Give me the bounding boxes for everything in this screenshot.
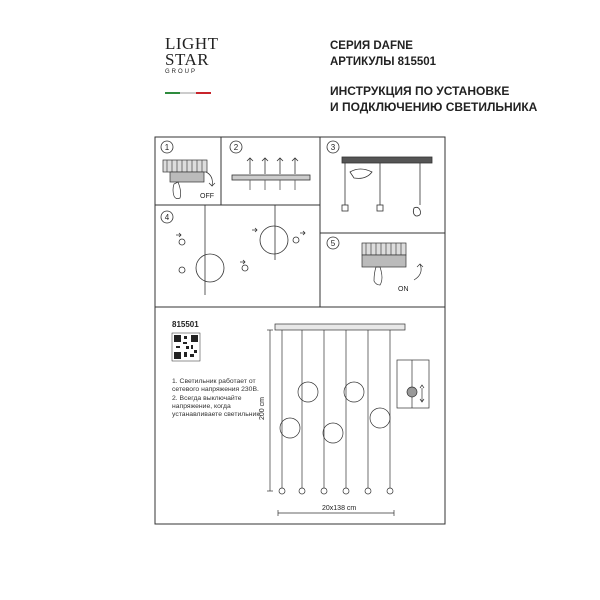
- step-4-illustration: [176, 205, 306, 295]
- breaker-row-2: [169, 171, 205, 183]
- clamp-detail-icon: [406, 386, 418, 398]
- flag-green: [165, 92, 181, 94]
- note-1: 1. Светильник работает от сетевого напря…: [172, 378, 259, 394]
- step-4-number: 4: [165, 213, 170, 222]
- step-1-badge: [160, 140, 174, 154]
- step-5-number: 5: [331, 239, 336, 248]
- logo-line-1: LIGHT: [165, 34, 219, 53]
- step-2-illustration: [231, 157, 311, 190]
- article-title: АРТИКУЛЫ 815501: [330, 56, 437, 68]
- flag-red: [195, 92, 211, 94]
- mount-detail-icon: [241, 264, 249, 272]
- brand-logo: LIGHT STAR GROUP: [165, 34, 225, 75]
- detail-inset: [396, 359, 430, 409]
- step-3-illustration: [341, 156, 433, 217]
- step-5-badge: [326, 236, 340, 250]
- switch-down-arrow-icon: [205, 171, 216, 187]
- logo-flag-stripe: [165, 92, 211, 94]
- rotate-arrow-icon: [176, 232, 182, 238]
- breaker-row-2: [361, 254, 407, 268]
- step-5-illustration: [361, 242, 424, 286]
- step-2-badge: [229, 140, 243, 154]
- rod-end-caps: [278, 487, 394, 495]
- step-1-illustration: [162, 159, 216, 200]
- step-2-number: 2: [234, 143, 239, 152]
- instruction-title-line-2: И ПОДКЛЮЧЕНИЮ СВЕТИЛЬНИКА: [330, 100, 538, 114]
- glass-globe: [369, 407, 391, 429]
- glass-globe: [297, 381, 319, 403]
- glass-globe: [322, 422, 344, 444]
- note-2: 2. Всегда выключайте напряжение, когда у…: [172, 394, 262, 419]
- step-1-number: 1: [165, 143, 170, 152]
- height-label: 200 cm: [259, 397, 266, 420]
- step-3-number: 3: [331, 143, 336, 152]
- ceiling-plate-icon: [231, 174, 311, 181]
- rotate-arrow-icon: [240, 259, 246, 265]
- instruction-title-line-1: ИНСТРУКЦИЯ ПО УСТАНОВКЕ: [330, 84, 510, 98]
- step-5-on-label: ON: [398, 286, 409, 293]
- breaker-switches: [166, 160, 203, 172]
- pendant-connector-icon: [376, 204, 384, 212]
- hand-icon: [373, 266, 383, 286]
- mount-detail-icon: [178, 238, 186, 246]
- qr-code-icon: [171, 332, 201, 362]
- hand-icon: [172, 181, 182, 200]
- product-drawing: [267, 323, 406, 516]
- screw-arrows-icon: [246, 157, 299, 174]
- ceiling-canopy: [274, 323, 406, 331]
- flag-white: [180, 92, 196, 94]
- hand-icon: [412, 206, 421, 217]
- step-4-badge: [160, 210, 174, 224]
- step-3-badge: [326, 140, 340, 154]
- breaker-panel-icon: [361, 242, 407, 256]
- product-frame: [154, 306, 446, 525]
- mount-screws-icon: [249, 180, 296, 190]
- rotate-arrow-icon: [300, 230, 306, 236]
- logo-line-3: GROUP: [165, 69, 198, 75]
- mount-detail-icon: [178, 266, 186, 274]
- step-badges: [160, 140, 340, 250]
- adjust-arrow-icon: [419, 384, 425, 403]
- width-label: 20x138 cm: [322, 505, 356, 512]
- wire-bundle-icon: [349, 168, 373, 179]
- canopy-icon: [341, 156, 433, 164]
- breaker-panel-icon: [162, 159, 208, 173]
- switch-up-arrow-icon: [413, 263, 424, 281]
- series-title: СЕРИЯ DAFNE: [330, 40, 413, 52]
- mount-detail-icon: [292, 236, 300, 244]
- product-article: 815501: [172, 320, 199, 329]
- glass-globe-icon: [259, 225, 289, 255]
- glass-globe: [279, 417, 301, 439]
- rotate-arrow-icon: [252, 227, 258, 233]
- logo-line-2: STAR: [165, 50, 210, 69]
- glass-globe-icon: [195, 253, 225, 283]
- glass-globe: [343, 381, 365, 403]
- step-1-off-label: OFF: [200, 193, 214, 200]
- safety-notes: 1. Светильник работает от сетевого напря…: [172, 378, 262, 419]
- pendant-connector-icon: [341, 204, 349, 212]
